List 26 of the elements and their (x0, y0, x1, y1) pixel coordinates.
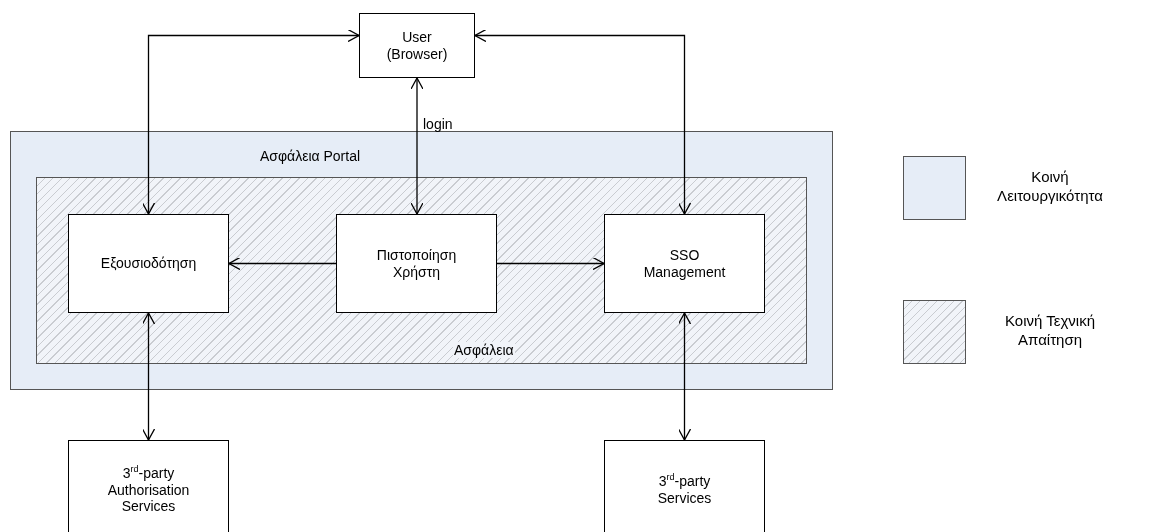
connector-arrow (141, 28, 360, 215)
node-label: Πιστοποίηση Χρήστη (375, 246, 458, 281)
process-box (68, 440, 229, 532)
hatched-group (36, 177, 807, 364)
node-label: Εξουσιοδότηση (99, 255, 198, 272)
node-label: SSO Management (642, 246, 727, 281)
connector-arrow (496, 256, 605, 271)
connector-arrow (677, 312, 692, 441)
connector-arrow (474, 28, 692, 215)
process-box (604, 214, 765, 313)
connector-arrow (228, 256, 337, 271)
portal-group (10, 131, 833, 390)
legend-label: Κοινή Λειτουργικότητα (996, 168, 1104, 206)
connector-arrow (410, 77, 424, 215)
group-label: Ασφάλεια (453, 342, 515, 358)
process-box (359, 13, 475, 78)
connector-arrow (141, 312, 156, 441)
process-box (68, 214, 229, 313)
process-box (604, 440, 765, 532)
node-label: 3$^{rd}$-party Services (656, 473, 713, 507)
group-label: Ασφάλεια Portal (259, 148, 362, 164)
node-label: 3$^{rd}$-party Authorisation Services (106, 464, 191, 516)
process-box (336, 214, 497, 313)
edge-label: login (423, 116, 453, 132)
legend-label: Κοινή Τεχνική Απαίτηση (1004, 312, 1096, 350)
node-label: User (Browser) (385, 28, 449, 63)
